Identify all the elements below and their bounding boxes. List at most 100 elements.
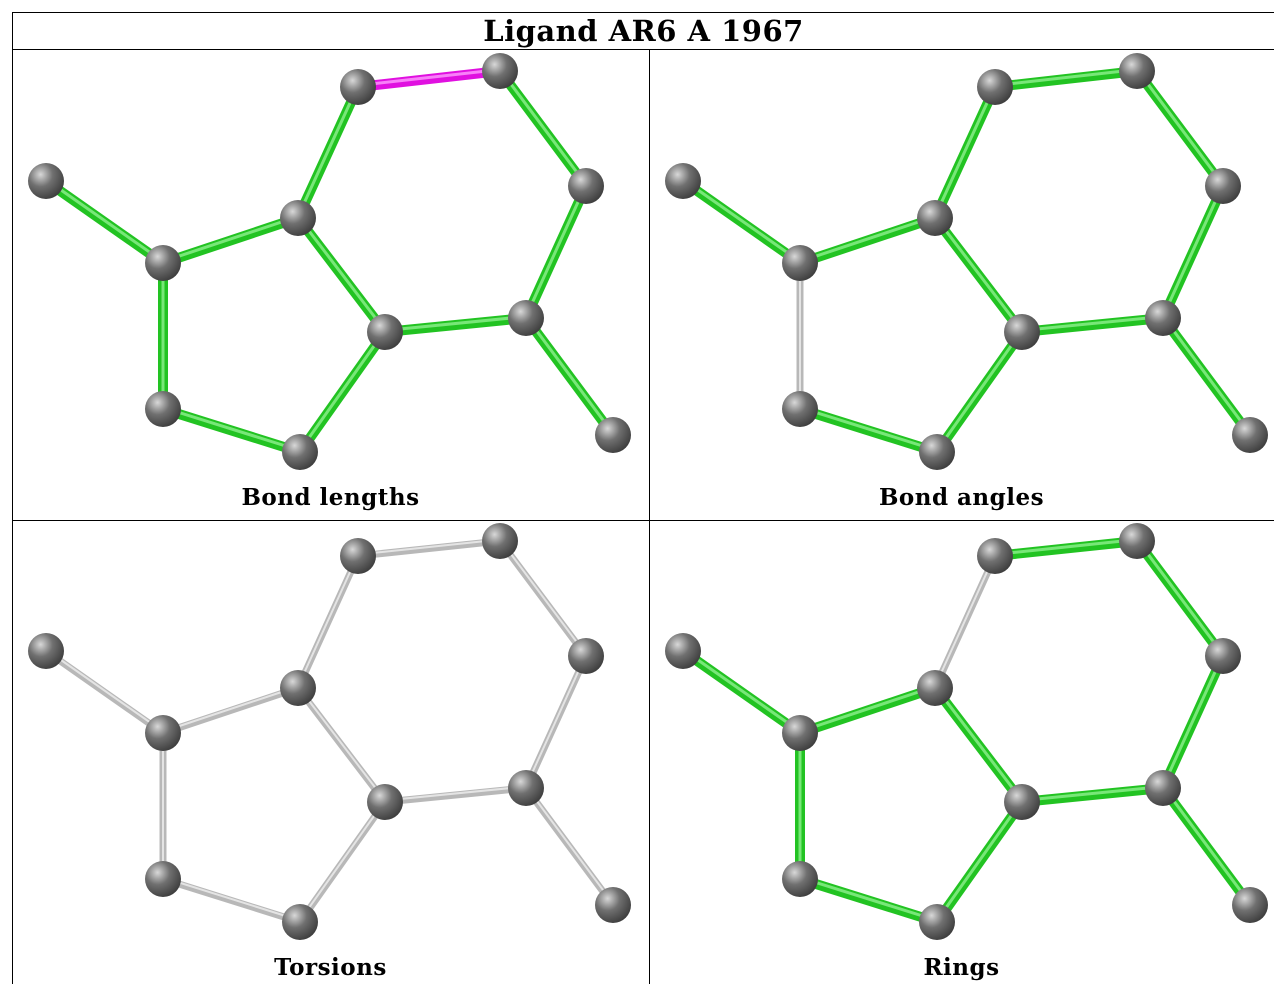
bond-highlight <box>357 538 501 556</box>
atoms-group <box>665 523 1268 940</box>
atom-10 <box>1232 887 1268 923</box>
bond-5-6-neutral <box>159 875 304 926</box>
atoms-group <box>28 53 631 470</box>
atom-2 <box>568 168 604 204</box>
atom-9 <box>665 163 701 199</box>
atom-9 <box>665 633 701 669</box>
bond-highlight <box>1161 315 1252 435</box>
bond-highlight <box>933 215 1024 332</box>
atom-10 <box>595 417 631 453</box>
bond-7-9-neutral <box>42 647 167 737</box>
rings-panel: Rings <box>649 520 1274 984</box>
bond-highlight <box>1135 68 1225 186</box>
atom-10 <box>1232 417 1268 453</box>
bond-highlight <box>935 799 1024 922</box>
atom-3 <box>508 300 544 336</box>
bond-highlight <box>45 648 164 733</box>
bond-angles-caption: Bond angles <box>878 484 1045 511</box>
bond-highlight <box>356 68 502 87</box>
atom-4 <box>367 784 403 820</box>
bond-highlight <box>498 68 588 186</box>
atom-5 <box>919 904 955 940</box>
atom-7 <box>145 715 181 751</box>
bond-angles-panel: Bond angles <box>649 50 1274 520</box>
bond-8-7-neutral <box>159 684 302 737</box>
bond-lengths-panel: Bond lengths <box>12 50 649 520</box>
atom-4 <box>367 314 403 350</box>
atom-0 <box>340 69 376 105</box>
atom-4 <box>1004 314 1040 350</box>
bond-highlight <box>933 685 1024 802</box>
atom-6 <box>145 861 181 897</box>
bond-lengths-caption: Bond lengths <box>241 484 420 511</box>
atom-10 <box>595 887 631 923</box>
bond-3-4-neutral <box>381 784 530 806</box>
bond-highlight <box>1161 653 1225 788</box>
grid-middle-divider <box>12 520 1274 521</box>
bond-highlight <box>298 329 387 452</box>
atom-1 <box>1119 523 1155 559</box>
atom-6 <box>145 391 181 427</box>
bond-highlight <box>798 215 937 263</box>
atom-5 <box>282 434 318 470</box>
bond-highlight <box>933 84 997 218</box>
grid-center-divider <box>649 50 650 984</box>
bond-highlight <box>296 84 360 218</box>
bond-highlight <box>1135 538 1225 656</box>
atom-5 <box>282 904 318 940</box>
bond-highlight <box>681 178 802 263</box>
bond-highlight <box>1020 315 1165 332</box>
atom-8 <box>917 200 953 236</box>
atom-1 <box>482 53 518 89</box>
bond-highlight <box>384 785 527 802</box>
bond-lengths-molecule <box>28 53 631 470</box>
atoms-group <box>28 523 631 940</box>
bond-0-1-neutral <box>354 537 504 560</box>
bond-highlight <box>162 876 301 922</box>
bond-highlight <box>299 799 386 922</box>
bond-highlight <box>525 785 614 905</box>
atom-4 <box>1004 784 1040 820</box>
bond-highlight <box>798 876 939 922</box>
atom-5 <box>919 434 955 470</box>
bond-highlight <box>161 406 302 452</box>
bond-highlight <box>297 553 359 688</box>
atom-0 <box>340 538 376 574</box>
atom-2 <box>568 638 604 674</box>
atom-0 <box>977 69 1013 105</box>
atom-3 <box>508 770 544 806</box>
atom-7 <box>782 245 818 281</box>
bond-highlight <box>296 215 387 332</box>
atom-7 <box>782 715 818 751</box>
torsions-molecule <box>28 523 631 940</box>
title-cell: Ligand AR6 A 1967 <box>12 12 1274 50</box>
atom-8 <box>280 670 316 706</box>
atom-9 <box>28 163 64 199</box>
bond-highlight <box>1161 785 1252 905</box>
bond-highlight <box>681 648 802 733</box>
atom-6 <box>782 391 818 427</box>
bond-angles-molecule <box>665 53 1268 470</box>
atom-3 <box>1145 300 1181 336</box>
bond-highlight <box>161 215 300 263</box>
bond-highlight <box>162 685 299 733</box>
atom-8 <box>917 670 953 706</box>
bonds-group <box>678 536 1255 927</box>
bonds-group <box>41 66 618 457</box>
atom-1 <box>482 523 518 559</box>
bond-highlight <box>524 183 588 318</box>
rings-molecule <box>665 523 1268 940</box>
atom-3 <box>1145 770 1181 806</box>
atom-9 <box>28 633 64 669</box>
grid-left-border <box>12 12 13 984</box>
bond-highlight <box>383 315 528 332</box>
bond-highlight <box>798 406 939 452</box>
bond-highlight <box>524 315 615 435</box>
torsions-caption: Torsions <box>274 954 387 981</box>
atom-7 <box>145 245 181 281</box>
bonds-group <box>678 66 1255 457</box>
bond-highlight <box>1020 785 1165 802</box>
bond-highlight <box>934 553 996 688</box>
atom-1 <box>1119 53 1155 89</box>
